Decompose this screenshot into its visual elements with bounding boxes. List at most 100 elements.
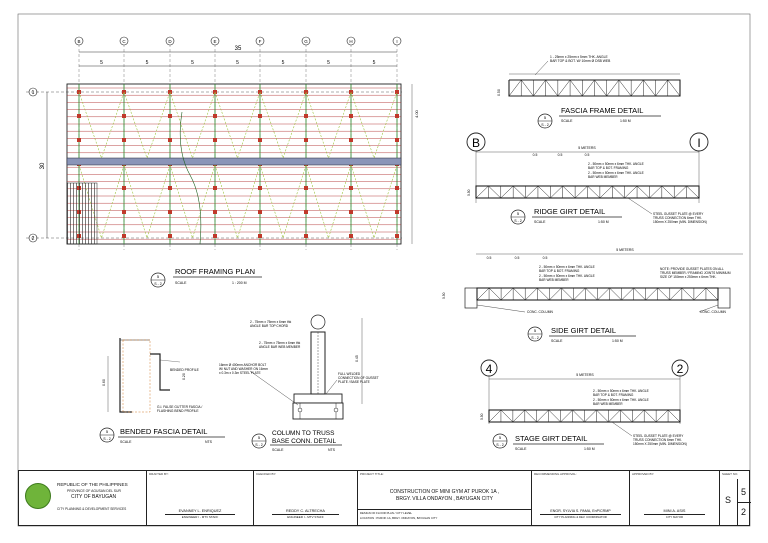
svg-text:FULL WELDED: FULL WELDED: [338, 372, 361, 376]
svg-text:0.50: 0.50: [467, 189, 471, 196]
fascia-note-2: BAR TOP & BOT. W/ 10mm Ø DSB WEB: [550, 59, 611, 63]
svg-text:NOTE: PROVIDE GUSSET PLATES ON: NOTE: PROVIDE GUSSET PLATES ON ALL: [660, 267, 724, 271]
svg-text:SIZE OF 150mm x 250mm x 6mm TH: SIZE OF 150mm x 250mm x 6mm THK.: [660, 275, 717, 279]
ridge-dim: 5 METERS: [578, 146, 596, 150]
sheet-total: 2: [741, 507, 747, 517]
sheet-number: 5: [741, 487, 747, 497]
fascia-note-1: 1 - 25mm x 25mm x 5mm THK. ANGLE: [550, 55, 608, 59]
fascia-ref-bottom: S - 2: [541, 123, 549, 127]
agency-province: PROVINCE OF AGUSAN DEL SUR: [67, 489, 121, 493]
bended-fascia-detail: 0.60 0.20 BENDED PROFILE G.I. FALSE GUTT…: [99, 338, 225, 444]
approved-role: CITY MAYOR: [665, 515, 684, 519]
agency-cell: REPUBLIC OF THE PHILIPPINES PROVINCE OF …: [19, 471, 147, 525]
svg-text:SCALE: SCALE: [120, 440, 132, 444]
svg-text:0.5: 0.5: [585, 153, 590, 157]
svg-text:CONC. COLUMN: CONC. COLUMN: [527, 310, 553, 314]
sheet-border: [17, 13, 751, 527]
svg-text:1:50 M: 1:50 M: [584, 447, 595, 451]
roof-scale-label: SCALE: [175, 281, 187, 285]
project-line-1: CONSTRUCTION OF MINI GYM AT PUROK 1A ,: [389, 489, 500, 495]
stage-girt-title: STAGE GIRT DETAIL: [515, 434, 587, 443]
svg-text:5: 5: [517, 211, 520, 216]
svg-text:S - 2: S - 2: [103, 437, 111, 441]
svg-text:S - 2: S - 2: [255, 443, 263, 447]
project-cell: PROJECT TITLE: CONSTRUCTION OF MINI GYM …: [358, 471, 532, 525]
recommending-header: RECOMMENDING APPROVAL:: [534, 472, 577, 476]
side-dimension: 30: [40, 162, 46, 169]
svg-text:0.5: 0.5: [515, 256, 520, 260]
svg-text:CONC. COLUMN: CONC. COLUMN: [700, 310, 726, 314]
roof-ref-top: 5: [157, 274, 160, 279]
svg-text:150mm X 250mm (MIN. DIMENSION): 150mm X 250mm (MIN. DIMENSION): [633, 442, 687, 446]
bended-fascia-title: BENDED FASCIA DETAIL: [120, 427, 207, 436]
bay-dimension: 5: [100, 60, 103, 66]
svg-text:SCALE: SCALE: [272, 448, 284, 452]
checked-header: CHECKED BY:: [256, 472, 277, 476]
approved-cell: APPROVED BY: MINI A. ASIS CITY MAYOR: [630, 471, 720, 525]
svg-text:SCALE: SCALE: [551, 339, 563, 343]
svg-text:4.00: 4.00: [414, 109, 419, 118]
column-truss-title-1: COLUMN TO TRUSS: [272, 430, 335, 437]
grid-bubble-D: [165, 36, 175, 46]
project-sub-1: DESIGN OF FLOOR PLAN / CITY LEVEL: [360, 511, 413, 515]
svg-text:0.5: 0.5: [558, 153, 563, 157]
bay-dimension: 5: [146, 60, 149, 66]
svg-text:FLASHING BEND PROFILE: FLASHING BEND PROFILE: [157, 409, 199, 413]
bay-dimension: 5: [282, 60, 285, 66]
grid-letter: C: [122, 39, 126, 44]
recommending-cell: RECOMMENDING APPROVAL: ENGR. SYLVIA S. P…: [532, 471, 630, 525]
grid-number-1: 1: [32, 90, 35, 96]
side-girt-title: SIDE GIRT DETAIL: [551, 326, 616, 335]
svg-text:STEEL GUSSET PLATE @ EVERY: STEEL GUSSET PLATE @ EVERY: [633, 434, 684, 438]
recommending-role: CITY PLANNING & DEV. COORDINATOR: [554, 515, 607, 519]
project-header: PROJECT TITLE:: [360, 472, 384, 476]
svg-text:BAR TOP & BOT. FRAMING: BAR TOP & BOT. FRAMING: [588, 166, 629, 170]
svg-text:2 - 50mm x 50mm x 6mm THK. ANG: 2 - 50mm x 50mm x 6mm THK. ANGLE: [593, 389, 649, 393]
svg-text:2 - 50mm x 50mm x 6mm THK. ANG: 2 - 50mm x 50mm x 6mm THK. ANGLE: [593, 398, 649, 402]
grid-bubble-F: [255, 36, 265, 46]
svg-text:BAR WEB MEMBER: BAR WEB MEMBER: [588, 175, 618, 179]
fascia-scale: 1:50 M: [620, 119, 631, 123]
svg-text:2 - 50mm x 50mm x 6mm THK. ANG: 2 - 50mm x 50mm x 6mm THK. ANGLE: [539, 274, 595, 278]
svg-text:0.5: 0.5: [487, 256, 492, 260]
roof-ref-bottom: S - 2: [154, 282, 162, 286]
svg-text:S - 2: S - 2: [531, 336, 539, 340]
svg-text:2 - 50mm x 50mm x 6mm THK. ANG: 2 - 50mm x 50mm x 6mm THK. ANGLE: [588, 171, 644, 175]
grid-bubble-H: [346, 36, 356, 46]
svg-text:0.5: 0.5: [543, 256, 548, 260]
svg-text:150mm X 250mm (MIN. DIMENSION): 150mm X 250mm (MIN. DIMENSION): [653, 220, 707, 224]
fascia-ref-top: 5: [544, 115, 547, 120]
roof-framing-title: ROOF FRAMING PLAN: [175, 267, 255, 276]
fascia-frame-detail: 1 - 25mm x 25mm x 5mm THK. ANGLE BAR TOP…: [497, 55, 681, 129]
agency-city: CITY OF BAYUGAN: [71, 494, 117, 500]
grid-bubble-I: [392, 36, 402, 46]
svg-text:SCALE: SCALE: [534, 220, 546, 224]
sheet-header: SHEET NO.: [722, 472, 739, 476]
svg-text:1:50 M: 1:50 M: [612, 339, 623, 343]
svg-text:BAR WEB MEMBER: BAR WEB MEMBER: [539, 278, 569, 282]
column-truss-detail: 0.45 2 - 75mm x 75mm x 6mm thk ANGLE BAR…: [219, 314, 379, 452]
approved-name: MINI A. ASIS: [663, 509, 686, 513]
bay-dimension: 5: [327, 60, 330, 66]
svg-text:TRUSS CONNECTION 6mm THK.: TRUSS CONNECTION 6mm THK.: [653, 216, 702, 220]
svg-text:STEEL GUSSET PLATE @ EVERY: STEEL GUSSET PLATE @ EVERY: [653, 212, 704, 216]
checked-cell: CHECKED BY: REDDY C. ALTRECHA ENGINEER I…: [254, 471, 358, 525]
sheet-cell: SHEET NO. S 5 2: [720, 471, 751, 525]
svg-text:0.20: 0.20: [182, 373, 186, 380]
city-seal-icon: [25, 483, 51, 509]
side-dim: 5 METERS: [616, 248, 634, 252]
svg-text:I: I: [697, 136, 700, 150]
drafted-name: EVANNEY L. ENRIQUEZ: [178, 509, 222, 513]
bay-dimension: 5: [191, 60, 194, 66]
svg-text:CONNECTION OF GUSSET: CONNECTION OF GUSSET: [338, 376, 379, 380]
svg-text:ANGLE BAR TOP CHORD: ANGLE BAR TOP CHORD: [250, 324, 289, 328]
side-girt-detail: 5 METERS 0.5 0.5 0.5 2 - 50mm x 50mm x 6…: [442, 248, 743, 343]
approved-header: APPROVED BY:: [632, 472, 655, 476]
svg-text:2 - 75mm x 75mm x 6mm thk: 2 - 75mm x 75mm x 6mm thk: [250, 320, 292, 324]
svg-text:5: 5: [106, 429, 109, 434]
bay-dimension: 5: [236, 60, 239, 66]
svg-text:NTS: NTS: [205, 440, 213, 444]
drafted-cell: DRAFTED BY: EVANNEY L. ENRIQUEZ ENGINEER…: [147, 471, 254, 525]
